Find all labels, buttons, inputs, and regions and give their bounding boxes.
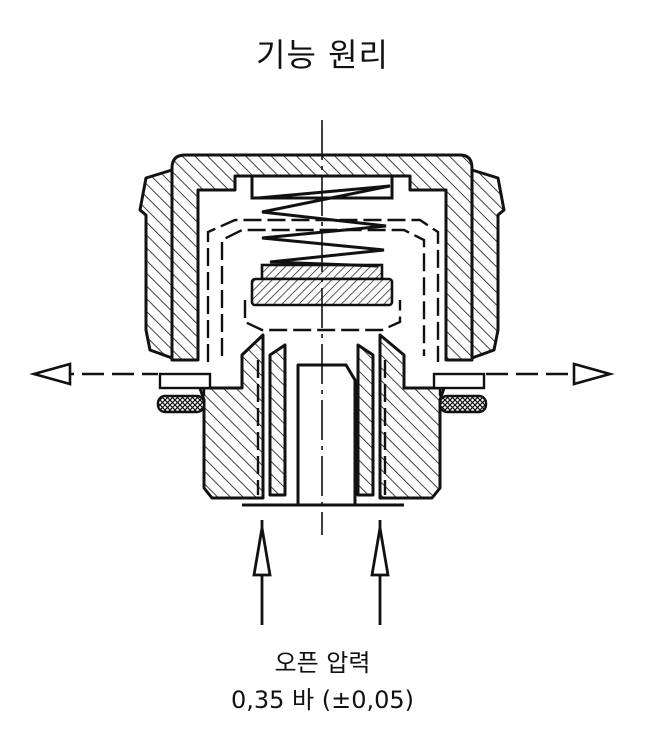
outflow-arrows — [29, 362, 615, 386]
gaskets — [156, 372, 488, 414]
diagram-title: 기능 원리 — [256, 36, 389, 74]
opening-pressure-label: 오픈 압력 — [274, 649, 371, 677]
inflow-arrows — [252, 520, 390, 625]
opening-pressure-value: 0,35 바 (±0,05) — [230, 686, 415, 714]
body — [198, 333, 446, 507]
